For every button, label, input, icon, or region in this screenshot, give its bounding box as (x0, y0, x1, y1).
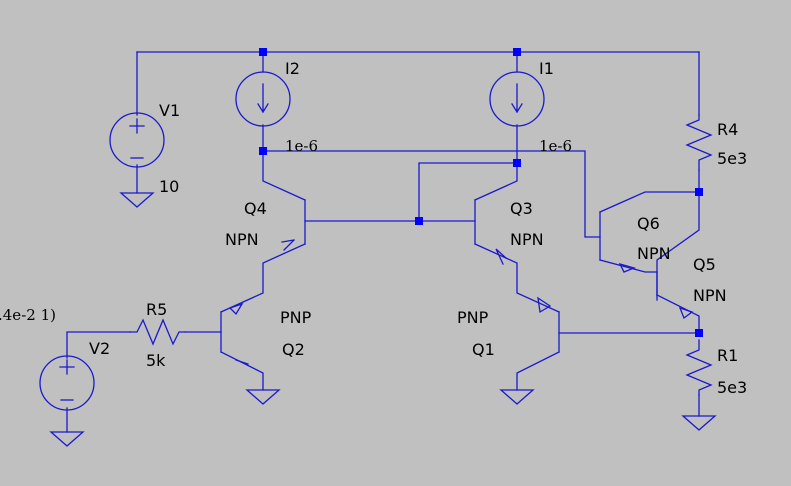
ground-icon (119, 192, 155, 208)
label-q1-type: PNP (457, 308, 489, 327)
label-r1-value: 5e3 (717, 378, 747, 397)
label-q1-name: Q1 (472, 340, 495, 359)
label-i2-name: I2 (285, 59, 300, 78)
label-v2-value: .4e-2 1) (0, 306, 56, 324)
label-q6-name: Q6 (637, 214, 660, 233)
junction-dot (695, 329, 703, 337)
voltage-source-v1[interactable] (109, 112, 165, 168)
label-r1-name: R1 (717, 346, 738, 365)
junction-dot (513, 159, 521, 167)
resistor-r4[interactable] (685, 114, 713, 171)
resistor-r1[interactable] (685, 339, 713, 396)
label-r5-name: R5 (146, 300, 167, 319)
junction-dot (415, 217, 423, 225)
label-v1-name: V1 (159, 101, 180, 120)
label-q4-name: Q4 (244, 199, 267, 218)
label-i1-name: I1 (539, 59, 554, 78)
transistor-q2[interactable] (220, 302, 249, 365)
label-r5-value: 5k (146, 351, 166, 370)
junction-dot (259, 48, 267, 56)
label-q3-name: Q3 (510, 199, 533, 218)
transistor-q5[interactable] (656, 271, 694, 320)
label-r4-name: R4 (717, 120, 738, 139)
ground-icon (49, 431, 85, 447)
label-q5-name: Q5 (693, 255, 716, 274)
junction-dot (259, 147, 267, 155)
current-source-i1[interactable] (489, 71, 545, 127)
voltage-source-v2[interactable] (39, 355, 95, 411)
ground-icon (681, 415, 717, 431)
label-r4-value: 5e3 (717, 149, 747, 168)
ground-icon (499, 389, 535, 405)
label-i2-value: 1e-6 (285, 137, 318, 155)
label-i1-value: 1e-6 (539, 137, 572, 155)
transistor-q4[interactable] (281, 199, 306, 251)
junction-dot (695, 188, 703, 196)
label-v1-value: 10 (159, 177, 179, 196)
junction-dot (513, 48, 521, 56)
current-source-i2[interactable] (235, 71, 291, 127)
transistor-q3[interactable] (474, 199, 507, 265)
ground-symbols (49, 192, 717, 447)
label-q4-type: NPN (225, 230, 259, 249)
label-q2-type: PNP (280, 308, 312, 327)
label-q5-type: NPN (693, 286, 727, 305)
label-v2-name: V2 (89, 339, 110, 358)
labels: V1 10 I2 1e-6 I1 1e-6 R4 5e3 Q4 NPN Q3 N… (0, 59, 747, 397)
label-q6-type: NPN (637, 244, 671, 263)
label-q3-type: NPN (510, 230, 544, 249)
transistor-q1[interactable] (537, 296, 560, 353)
ground-icon (245, 389, 281, 405)
resistor-r5[interactable] (129, 318, 186, 346)
label-q2-name: Q2 (282, 340, 305, 359)
transistor-q6[interactable] (599, 211, 637, 273)
junctions (259, 48, 703, 337)
